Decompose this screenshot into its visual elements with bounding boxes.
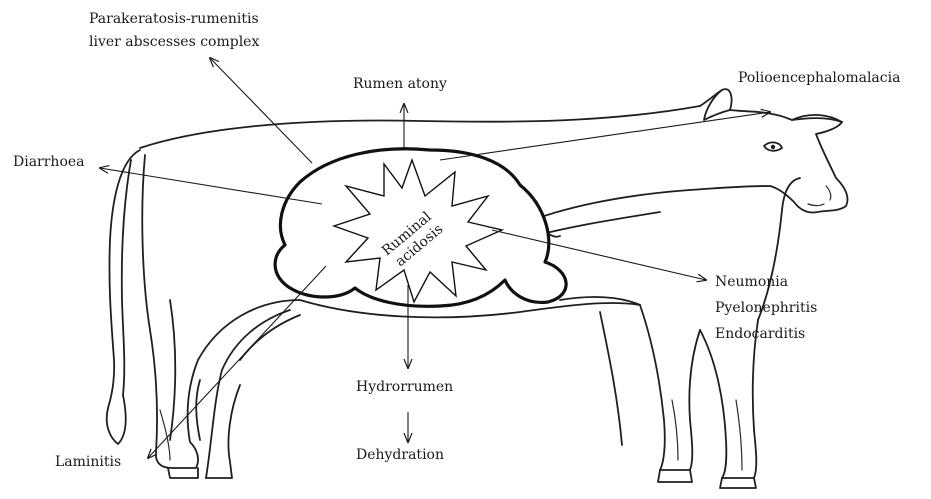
label-parakeratosis-line1: Parakeratosis-rumenitis [89,10,259,28]
label-parakeratosis: Parakeratosis-rumenitis liver abscesses … [89,10,259,51]
label-diarrhoea: Diarrhoea [13,153,85,171]
label-neumonia: Neumonia [715,273,788,291]
label-parakeratosis-line2: liver abscesses complex [89,33,259,51]
arrow-parakeratosis [210,58,312,163]
label-laminitis: Laminitis [55,453,121,471]
label-rumen-atony: Rumen atony [353,75,447,93]
label-endocarditis: Endocarditis [715,325,805,343]
label-pyelonephritis: Pyelonephritis [715,299,817,317]
arrow-polioencephalomalacia [440,112,770,160]
arrow-diarrhoea [100,168,322,204]
label-polioencephalomalacia: Polioencephalomalacia [738,69,900,87]
label-dehydration: Dehydration [356,446,444,464]
label-hydrorrumen: Hydrorrumen [356,378,453,396]
